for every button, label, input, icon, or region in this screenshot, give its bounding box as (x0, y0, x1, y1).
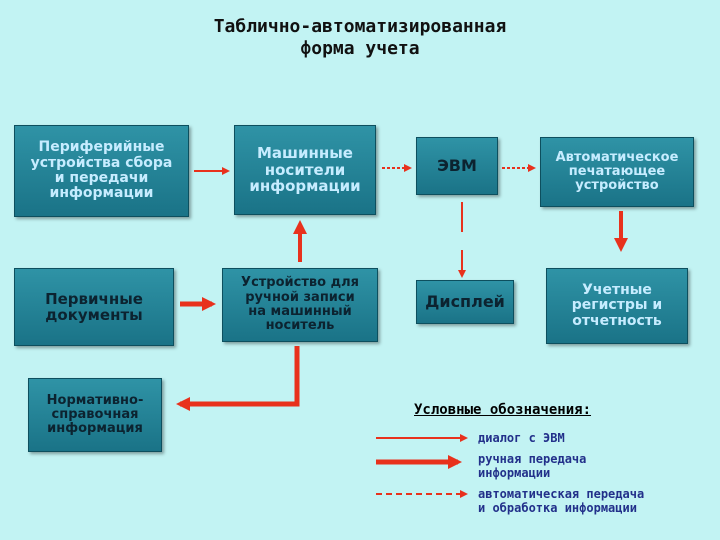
arrow-device-to-reference (176, 346, 300, 411)
machine-media-label: Машинные носители информации (249, 144, 361, 196)
legend-manual-label: ручная передача информации (478, 452, 587, 480)
manual-recording-device-box: Устройство для ручной записи на машинный… (222, 268, 378, 342)
printer-label: Автоматическое печатающее устройство (555, 149, 679, 194)
display-box: Дисплей (416, 280, 514, 324)
machine-media-box: Машинные носители информации (234, 125, 376, 215)
diagram-title-line2: форма учета (300, 38, 420, 59)
peripheral-devices-box: Периферийные устройства сбора и передачи… (14, 125, 189, 217)
registers-box: Учетные регистры и отчетность (546, 268, 688, 344)
peripheral-devices-label: Периферийные устройства сбора и передачи… (30, 139, 173, 202)
registers-label: Учетные регистры и отчетность (571, 281, 663, 329)
primary-documents-box: Первичные документы (14, 268, 174, 346)
legend-auto-label: автоматическая передача и обработка инфо… (478, 487, 645, 515)
reference-info-label: Нормативно- справочная информация (46, 392, 144, 437)
primary-documents-label: Первичные документы (45, 289, 143, 324)
evm-box: ЭВМ (416, 137, 498, 195)
evm-label: ЭВМ (437, 156, 477, 176)
manual-recording-device-label: Устройство для ручной записи на машинный… (241, 275, 359, 334)
printer-box: Автоматическое печатающее устройство (540, 137, 694, 207)
legend-title: Условные обозначения: (414, 402, 592, 418)
reference-info-box: Нормативно- справочная информация (28, 378, 162, 452)
display-label: Дисплей (425, 292, 505, 312)
diagram-title-line1: Таблично-автоматизированная (213, 16, 507, 37)
legend-dialog-label: диалог с ЭВМ (478, 431, 565, 445)
